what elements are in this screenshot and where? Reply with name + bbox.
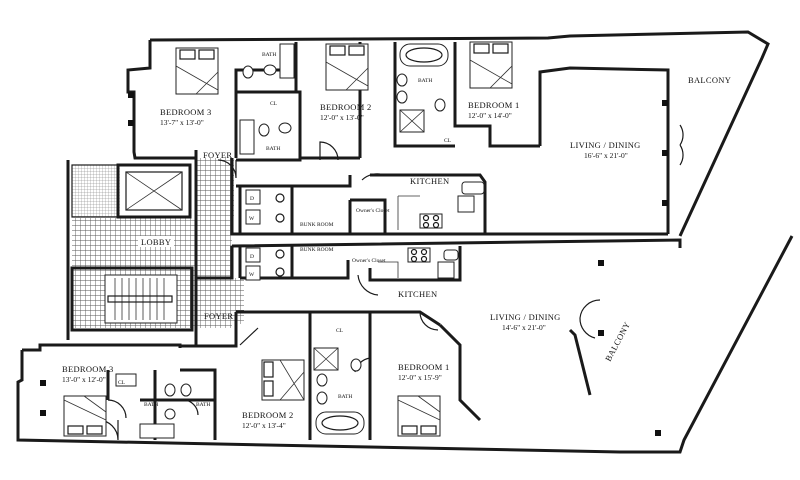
lower-owners-closet: Owner's Closet [352,258,386,264]
lower-living-name: LIVING / DINING [490,312,561,322]
lower-bed-3 [63,395,107,437]
upper-bedroom-2-name: BEDROOM 2 [320,102,372,112]
lobby-label-bg [138,236,174,247]
lower-bedroom-1-dims: 12'-0" x 15'-9" [398,373,442,382]
upper-bath-b: BATH [266,146,280,152]
lower-bed-2 [261,359,305,401]
upper-bed-1 [469,41,513,89]
lower-bedroom-2-dims: 12'-0" x 13'-4" [242,421,286,430]
upper-foyer-name: FOYER [203,150,232,160]
upper-living-dims: 16'-6" x 21'-0" [584,151,628,160]
upper-foyer-floor [196,158,234,220]
upper-bedroom-2-dims: 12'-0" x 13'-0" [320,113,364,122]
lower-unit-walls [16,235,794,454]
upper-unit-walls [126,30,770,237]
doors [97,124,684,441]
lower-kitchen-name: KITCHEN [398,289,437,299]
lower-balcony-name: BALCONY [603,320,632,363]
upper-bedroom-3-name: BEDROOM 3 [160,107,212,117]
upper-bath-a: BATH [262,52,276,58]
lower-bedroom-1-name: BEDROOM 1 [398,362,450,372]
lower-bedroom-3-name: BEDROOM 3 [62,364,114,374]
lower-bedroom-2-name: BEDROOM 2 [242,410,294,420]
lower-unit-labels: BEDROOM 3 13'-0" x 12'-0" BEDROOM 2 12'-… [62,247,632,430]
upper-bedroom-1-dims: 12'-0" x 14'-0" [468,111,512,120]
lower-bath-b: BATH [196,402,210,408]
upper-balcony-name: BALCONY [688,75,731,85]
upper-living-name: LIVING / DINING [570,140,641,150]
laundry-lower: D W [245,247,285,281]
upper-bed-2 [325,43,369,91]
laundry-upper: D W [245,189,285,225]
upper-bunk-room: BUNK ROOM [300,222,334,228]
upper-bedroom-3-dims: 13'-7" x 13'-0" [160,118,204,127]
upper-closet-b: CL [444,138,452,144]
upper-closet-a: CL [270,101,278,107]
lower-closet-a: CL [336,328,344,334]
dryer-label: D [250,254,254,260]
upper-kitchen-fixtures [397,181,485,230]
lower-bunk-room: BUNK ROOM [300,247,334,253]
upper-bath-c: BATH [418,78,432,84]
washer-label: W [249,216,255,222]
lower-kitchen-fixtures [378,247,459,279]
upper-bedroom-1-name: BEDROOM 1 [468,100,520,110]
lower-bath-c: BATH [338,394,352,400]
lower-closet-b: CL [118,380,126,386]
washer-label: W [249,272,255,278]
building-core [66,150,198,345]
lower-bedroom-3-dims: 13'-0" x 12'-0" [62,375,106,384]
lower-bath-a: BATH [144,402,158,408]
lower-living-dims: 14'-6" x 21'-0" [502,323,546,332]
upper-unit-labels: BEDROOM 3 13'-7" x 13'-0" BEDROOM 2 12'-… [160,52,731,228]
lower-bed-1 [397,395,441,437]
upper-bed-3 [175,47,219,95]
upper-kitchen-name: KITCHEN [410,176,449,186]
bath-fixtures [115,43,449,439]
elevator-floor [72,165,120,217]
lower-foyer-name: FOYER [204,311,233,321]
lobby-name: LOBBY [141,237,171,247]
upper-owners-closet: Owner's Closet [356,208,390,214]
columns [40,92,668,436]
dryer-label: D [250,196,254,202]
